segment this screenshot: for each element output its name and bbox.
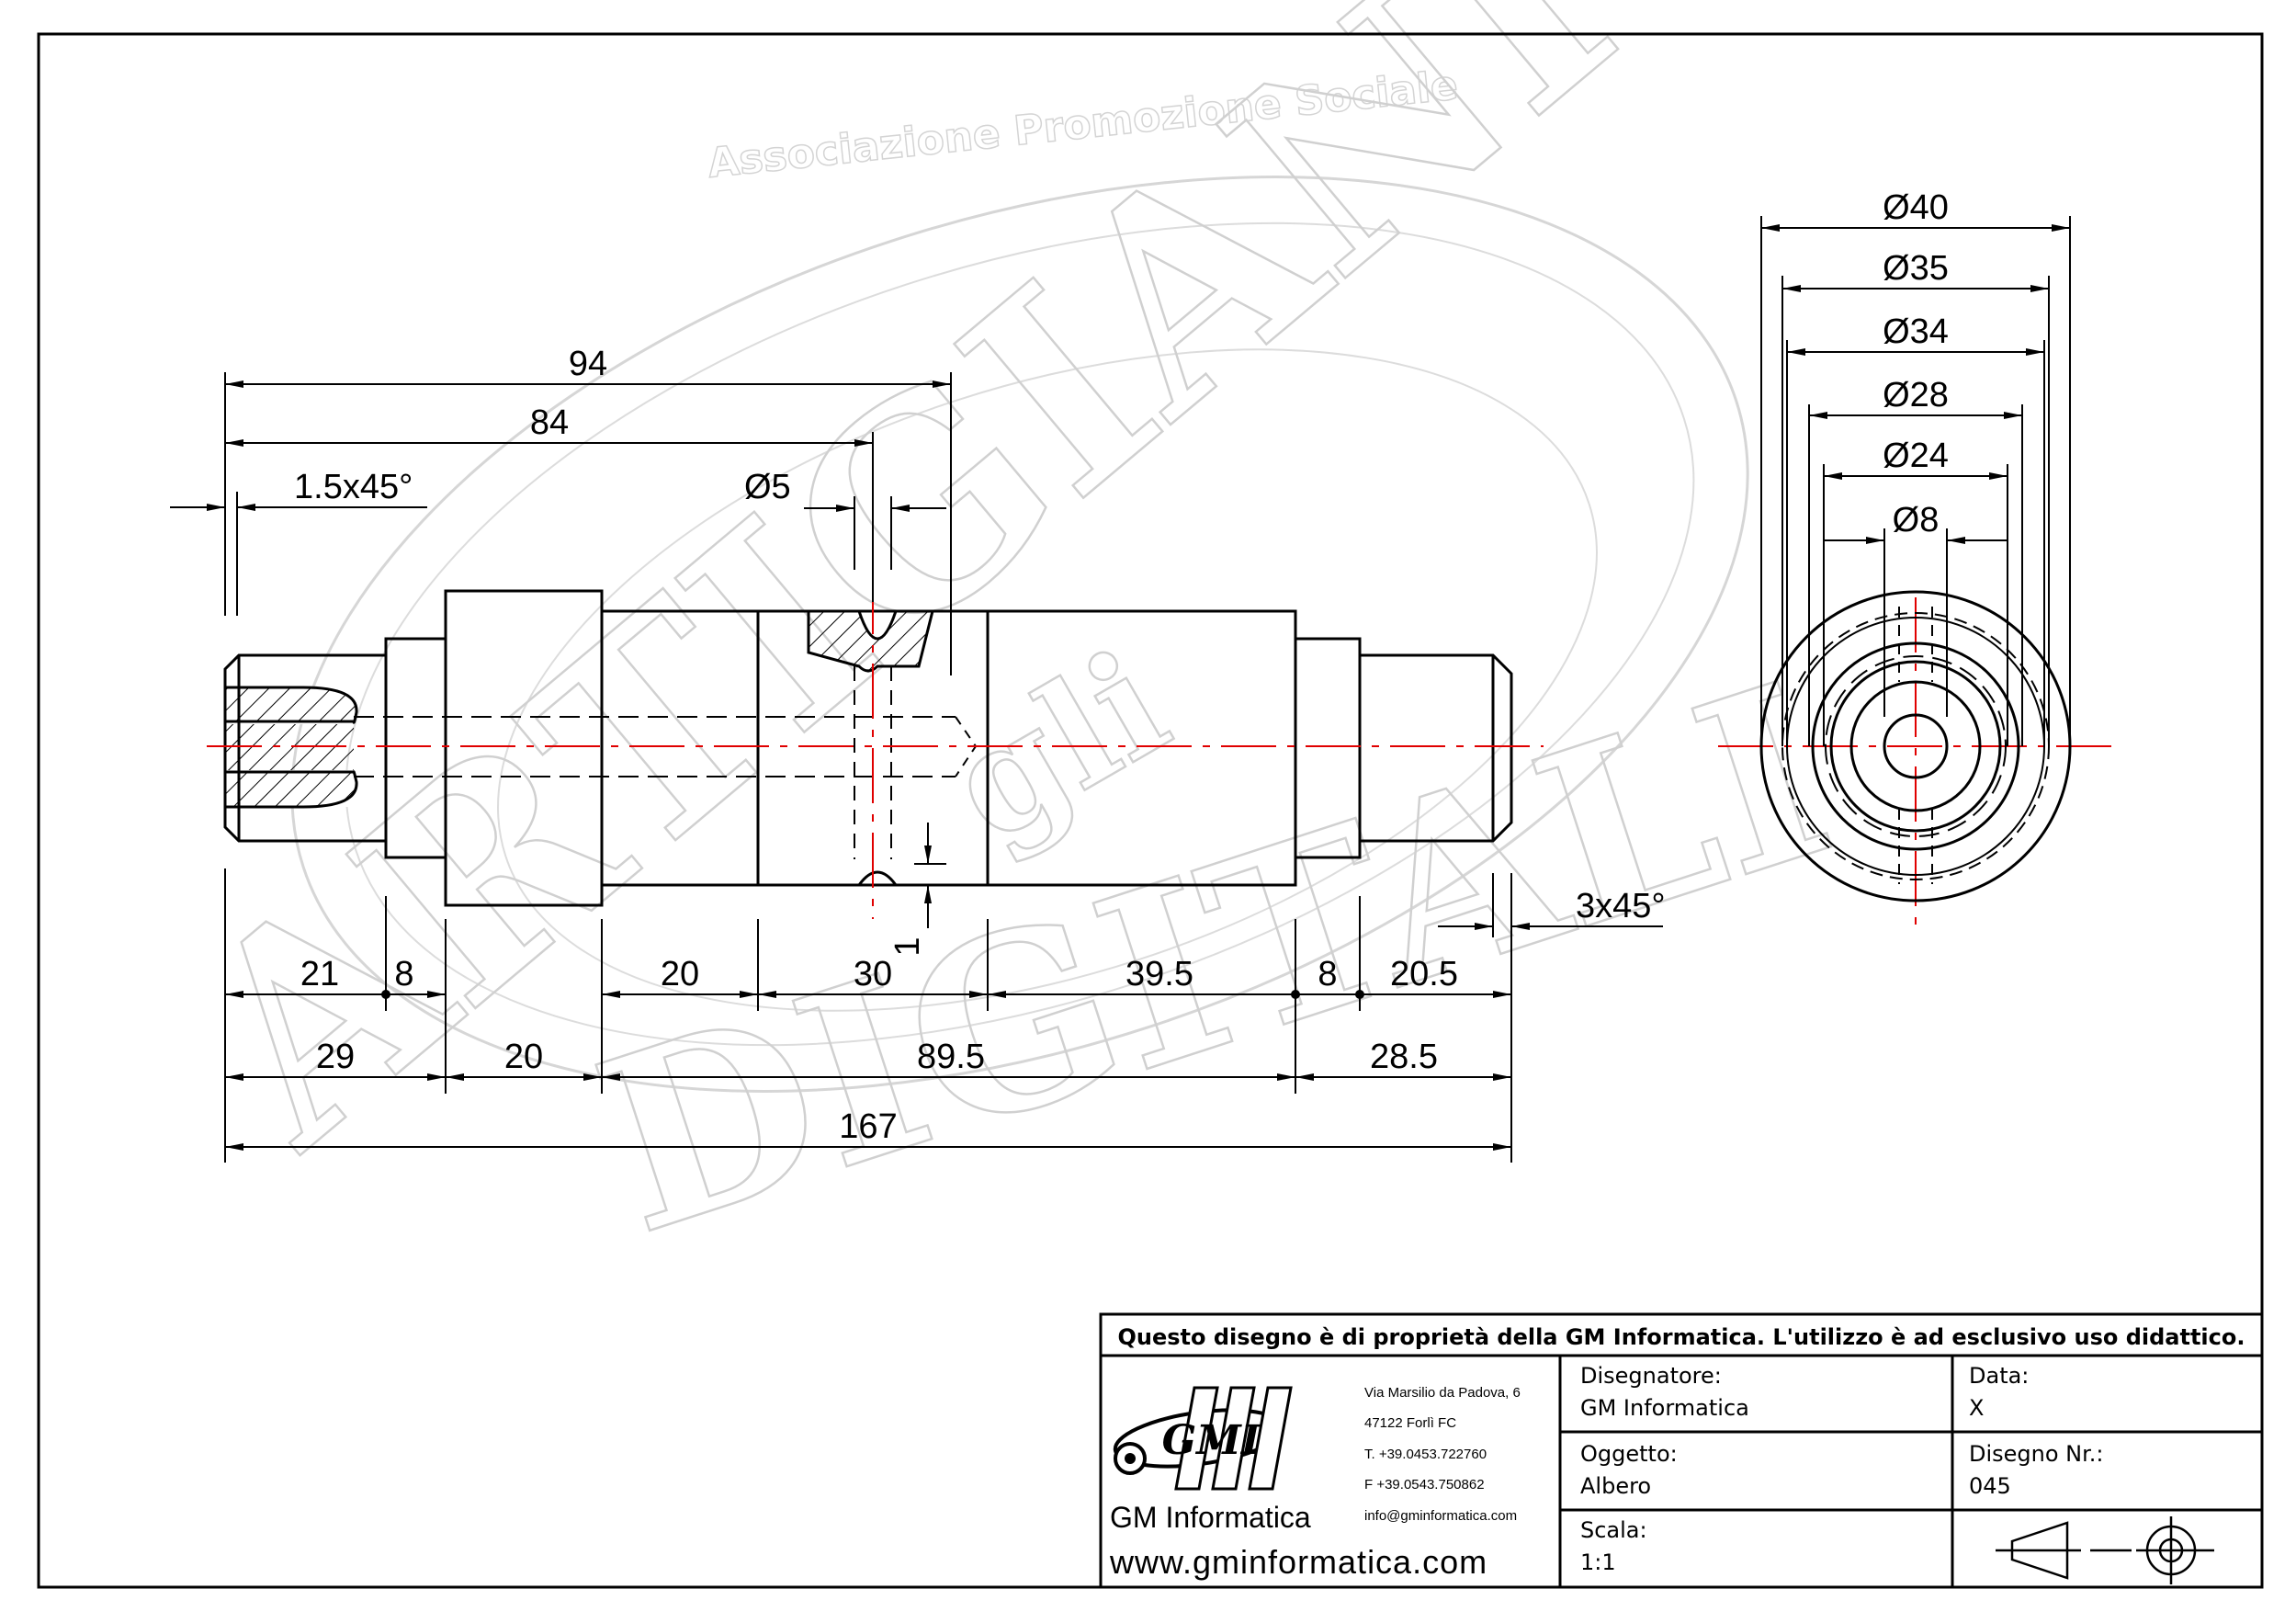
company-name: GM Informatica [1110,1501,1311,1534]
phone: T. +39.0453.722760 [1364,1447,1487,1462]
designer-value: GM Informatica [1580,1395,1749,1421]
dim-dia35: Ø35 [1883,249,1949,288]
dim-8a: 8 [394,955,413,993]
dim-dia24: Ø24 [1883,437,1949,475]
drawing-number-label: Disegno Nr.: [1969,1441,2104,1467]
dim-dia8: Ø8 [1893,501,1940,539]
scale-label: Scala: [1580,1517,1647,1543]
shaft-side-view [223,589,1513,907]
dim-1: 1 [888,936,927,956]
dim-chamfer-right: 3x45° [1576,887,1666,925]
dim-167: 167 [839,1107,897,1146]
dim-20b: 20 [504,1038,543,1076]
centerlines [207,579,2122,928]
dim-20-5: 20.5 [1390,955,1458,993]
dimension-lines [170,216,2071,1163]
watermark: Associazione Promozione Sociale ARTIGIAN… [130,0,1861,1289]
first-angle-projection-icon [1996,1516,2214,1584]
address-line1: Via Marsilio da Padova, 6 [1364,1385,1521,1401]
email: info@gminformatica.com [1364,1508,1517,1524]
scale-value: 1:1 [1580,1549,1616,1575]
title-block: Questo disegno è di proprietà della GM I… [1099,1312,2264,1589]
dim-30: 30 [854,955,892,993]
dim-8b: 8 [1318,955,1337,993]
date-value: X [1969,1395,1984,1421]
dim-39-5: 39.5 [1125,955,1193,993]
object-value: Albero [1580,1473,1651,1499]
dimension-texts: 94 84 1.5x45° Ø5 21 8 20 30 1 39.5 8 20.… [294,188,1949,1146]
dim-dia40: Ø40 [1883,188,1949,227]
object-label: Oggetto: [1580,1441,1678,1467]
dim-dia34: Ø34 [1883,312,1949,351]
dim-dia28: Ø28 [1883,376,1949,414]
drawing-number-value: 045 [1969,1473,2011,1499]
designer-label: Disegnatore: [1580,1363,1722,1389]
dim-28-5: 28.5 [1370,1038,1438,1076]
ownership-notice: Questo disegno è di proprietà della GM I… [1118,1324,2245,1350]
dim-hole: Ø5 [744,468,791,506]
gmi-logo-icon: GMI [1113,1386,1293,1491]
dim-94: 94 [569,345,607,383]
fax: F +39.0543.750862 [1364,1477,1485,1492]
address-line2: 47122 Forlì FC [1364,1415,1456,1431]
dim-chamfer-left: 1.5x45° [294,468,413,506]
date-label: Data: [1969,1363,2029,1389]
dim-21: 21 [300,955,339,993]
dim-84: 84 [530,403,569,442]
website: www.gminformatica.com [1109,1543,1487,1581]
dim-20a: 20 [661,955,699,993]
dim-29: 29 [316,1038,355,1076]
logo-text: GMI [1162,1417,1261,1464]
dim-89-5: 89.5 [917,1038,985,1076]
